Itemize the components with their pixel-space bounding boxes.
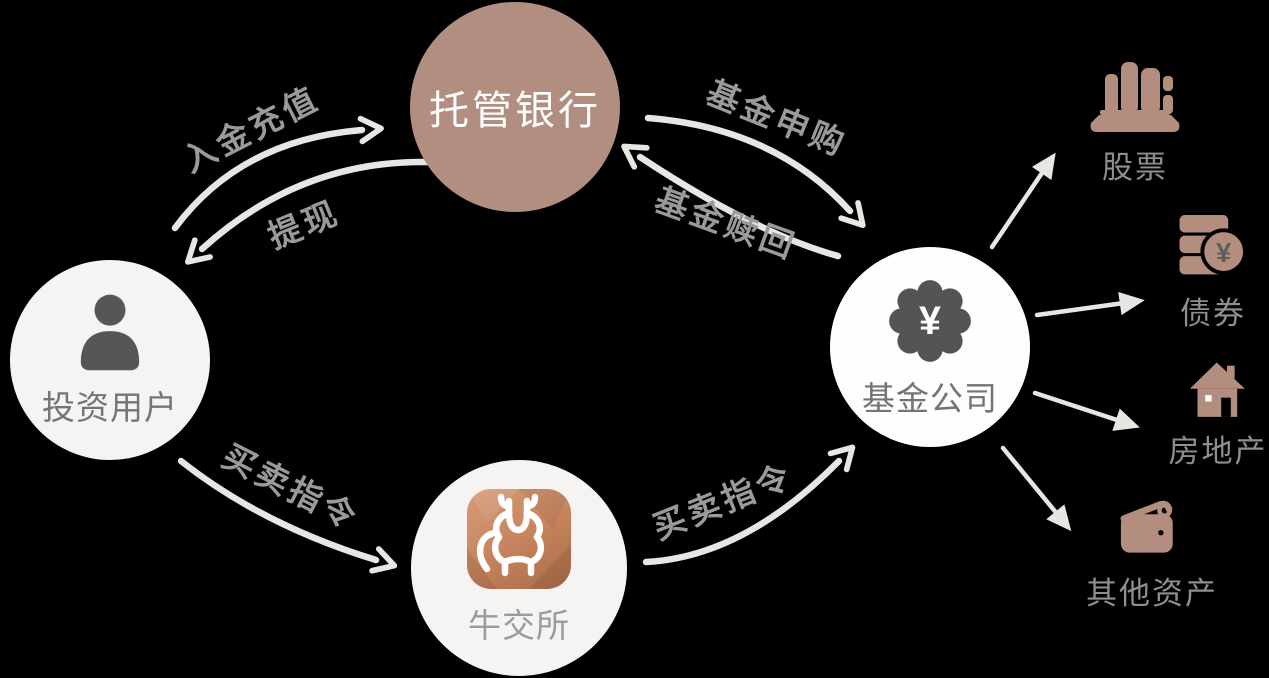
- badge-yen-symbol: ¥: [919, 299, 941, 343]
- arrow-redeem: [621, 143, 842, 260]
- arrow-to-house: [1032, 390, 1140, 431]
- asset-item-stock: 股票: [1083, 52, 1187, 187]
- fund-label: 基金公司: [862, 380, 998, 417]
- node-exchange: 牛交所: [411, 460, 627, 676]
- bank-label: 托管银行: [429, 89, 601, 133]
- arrow-to-bond: [1034, 291, 1145, 318]
- asset-item-house: 房地产: [1168, 360, 1268, 471]
- arrow-deposit: [171, 115, 384, 232]
- node-fund-company: ¥ 基金公司: [830, 247, 1030, 447]
- arrow-to-wallet: [1000, 445, 1072, 532]
- arrow-subscribe: [644, 114, 866, 229]
- banknotes-yen-icon: ¥: [1179, 215, 1247, 275]
- asset-item-bond: ¥ 债券: [1167, 212, 1259, 333]
- arrow-withdraw: [184, 158, 432, 265]
- node-investor: 投资用户: [10, 260, 210, 460]
- asset-label-wallet: 其他资产: [1086, 576, 1218, 611]
- house-icon: [1189, 362, 1245, 417]
- node-custodian-bank: 托管银行: [410, 2, 620, 212]
- investor-label: 投资用户: [42, 389, 178, 426]
- asset-item-wallet: 其他资产: [1085, 496, 1219, 613]
- arrow-order-to-fund: [642, 444, 856, 566]
- arrow-order-to-exchange: [177, 457, 398, 574]
- yen-badge-icon: ¥: [889, 280, 971, 362]
- arrow-to-stock: [989, 152, 1056, 250]
- stock-books-icon: [1090, 62, 1180, 132]
- asset-label-house: 房地产: [1168, 434, 1268, 469]
- person-icon: [80, 294, 140, 371]
- asset-label-bond: 债券: [1180, 296, 1246, 331]
- asset-label-stock: 股票: [1102, 150, 1168, 185]
- bond-yen-symbol: ¥: [1216, 237, 1232, 268]
- wallet-icon: [1120, 500, 1173, 553]
- bull-app-icon: [467, 489, 571, 589]
- exchange-label: 牛交所: [468, 607, 570, 644]
